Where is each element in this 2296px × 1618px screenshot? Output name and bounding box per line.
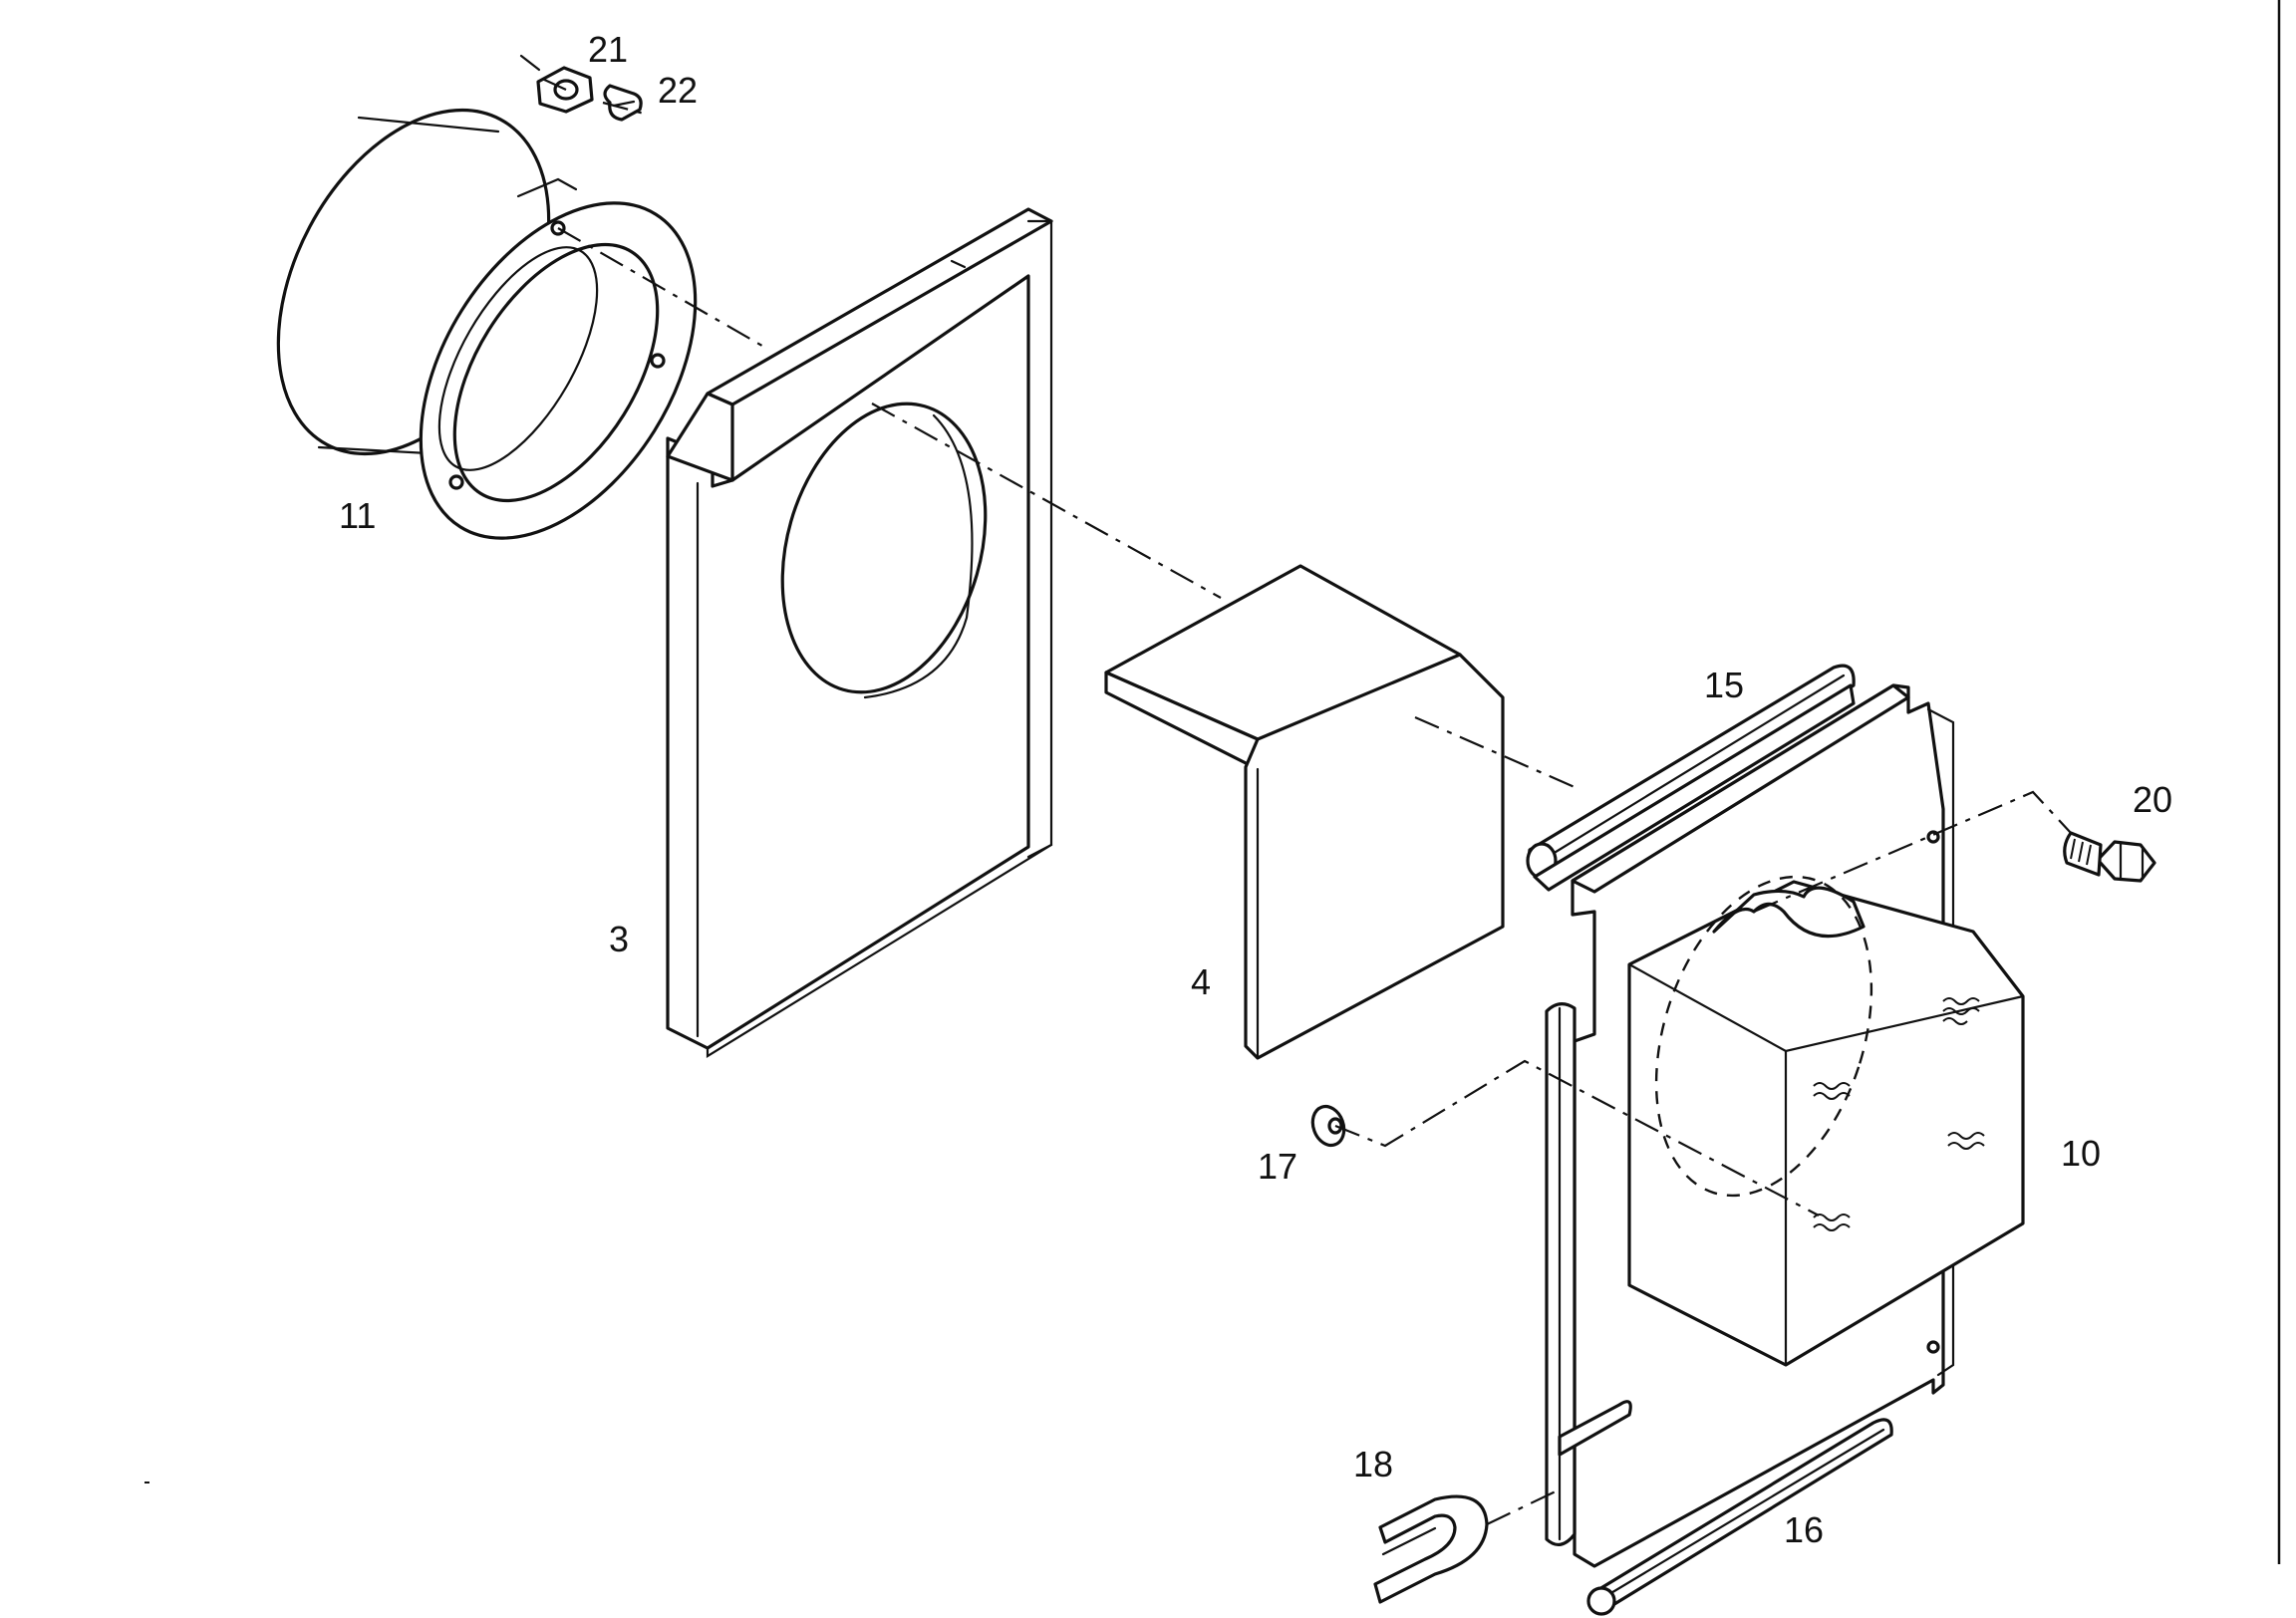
part-18-clip [1373, 1494, 1489, 1604]
part-21-nut [519, 54, 594, 114]
callout-20: 20 [2133, 779, 2172, 820]
part-16-bottom-rail [1586, 1418, 1893, 1616]
callout-labels: 21 22 11 3 4 15 20 10 17 18 16 [339, 29, 2172, 1550]
callout-10: 10 [2061, 1133, 2101, 1174]
stud-3 [1947, 1132, 1985, 1150]
part-11-flange-ring [276, 108, 698, 540]
part-4-angle-bracket [1104, 564, 1505, 1060]
part-17-washer [1310, 1104, 1346, 1148]
callout-21: 21 [588, 29, 628, 70]
callout-16: 16 [1784, 1509, 1824, 1550]
callout-17: 17 [1258, 1146, 1297, 1187]
assembly-leader-lines [539, 77, 2072, 1525]
callout-15: 15 [1704, 665, 1744, 705]
part-10-block [1627, 875, 2025, 1367]
rail-clip [1558, 1400, 1632, 1457]
part-20-bolt [2063, 831, 2156, 883]
stud-4 [1813, 1214, 1851, 1231]
callout-22: 22 [658, 70, 698, 111]
part-15-top-rail [1526, 664, 1856, 892]
callout-4: 4 [1191, 961, 1211, 1002]
stud-2 [1813, 1082, 1851, 1100]
stud-1 [1942, 997, 1980, 1025]
part-22-lock-washer [603, 84, 643, 122]
callout-3: 3 [609, 919, 629, 959]
callout-11: 11 [339, 495, 376, 536]
part-3-panel [666, 207, 1053, 1058]
callout-18: 18 [1353, 1444, 1393, 1484]
